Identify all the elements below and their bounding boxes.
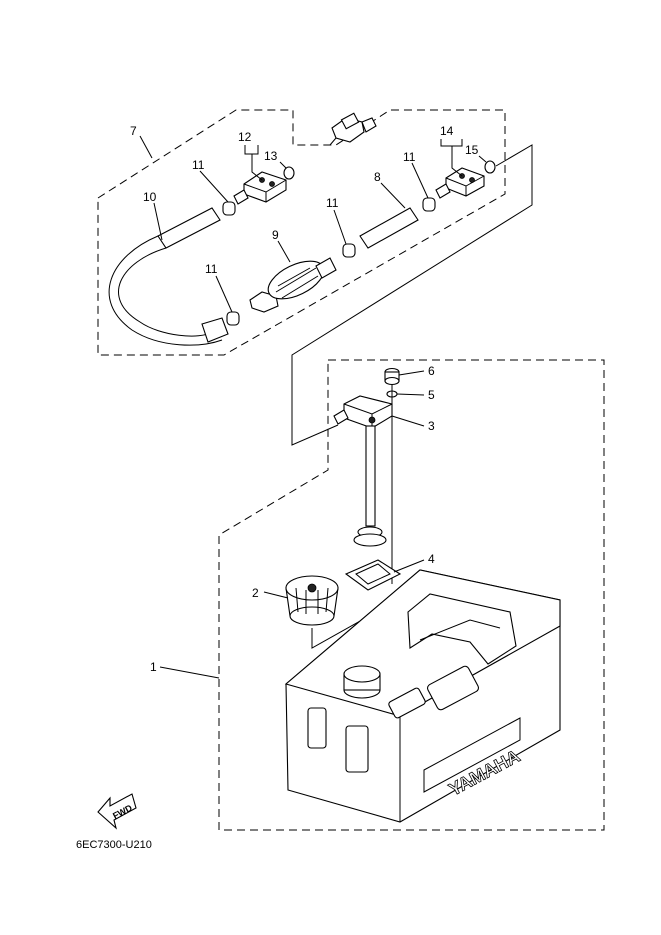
connector-part-top (329, 112, 377, 146)
callout-11b: 11 (403, 150, 416, 164)
connection-line (291, 144, 533, 446)
fuel-hose-10 (108, 207, 229, 346)
leader-11c (333, 209, 347, 245)
callout-14: 14 (440, 124, 454, 138)
callout-12: 12 (238, 130, 252, 144)
tank-filler-neck (343, 665, 381, 699)
fuel-tank-1: YAMAHA (284, 569, 561, 823)
leader-15 (478, 155, 487, 163)
callout-11c: 11 (326, 196, 339, 210)
hose-assembly-boundary (97, 109, 506, 356)
callout-8: 8 (374, 170, 381, 184)
callout-2: 2 (252, 586, 259, 600)
callout-3: 3 (428, 419, 435, 433)
callout-11d: 11 (205, 262, 218, 276)
leader-5 (396, 393, 425, 396)
callout-1: 1 (150, 660, 157, 674)
o-ring-13 (283, 166, 295, 180)
hose-clip-11a (222, 201, 236, 216)
leader-11d (215, 275, 233, 313)
callout-5: 5 (428, 388, 435, 402)
primer-bulb-9 (249, 257, 337, 313)
hose-clip-11c (342, 243, 356, 258)
leader-13 (279, 161, 287, 169)
callout-6: 6 (428, 364, 435, 378)
connector-12 (233, 171, 287, 205)
connector-14 (435, 167, 485, 199)
leader-3 (391, 415, 425, 427)
leader-4 (393, 559, 425, 573)
callout-7: 7 (130, 124, 137, 138)
leader-6 (398, 370, 425, 376)
hose-clip-11b (422, 197, 436, 212)
fuel-cap-2 (285, 575, 339, 626)
leader-11a (199, 170, 229, 203)
leader-14 (440, 139, 463, 177)
fwd-arrow-icon: FWD (97, 793, 137, 830)
callout-11a: 11 (192, 158, 205, 172)
leader-7 (139, 135, 153, 159)
tank-assembly-boundary (218, 359, 605, 831)
hose-clip-11d (226, 311, 240, 326)
fuel-pickup-tube (353, 425, 387, 547)
leader-2 (263, 591, 289, 599)
callout-13: 13 (264, 149, 278, 163)
callout-10: 10 (143, 190, 157, 204)
callout-4: 4 (428, 552, 435, 566)
leader-11b (411, 162, 429, 199)
leader-10 (153, 202, 163, 241)
screw-6 (384, 367, 400, 386)
fuel-hose-8 (359, 207, 419, 249)
callout-15: 15 (465, 143, 479, 157)
o-ring-15 (484, 160, 496, 174)
leader-12 (244, 145, 263, 181)
leader-9 (277, 240, 291, 263)
leader-1 (159, 666, 220, 679)
gasket-4 (344, 559, 402, 591)
leader-8 (380, 182, 406, 209)
diagram-code: 6EC7300-U210 (76, 839, 152, 851)
fuel-joint-3 (333, 395, 393, 429)
callout-9: 9 (272, 228, 279, 242)
